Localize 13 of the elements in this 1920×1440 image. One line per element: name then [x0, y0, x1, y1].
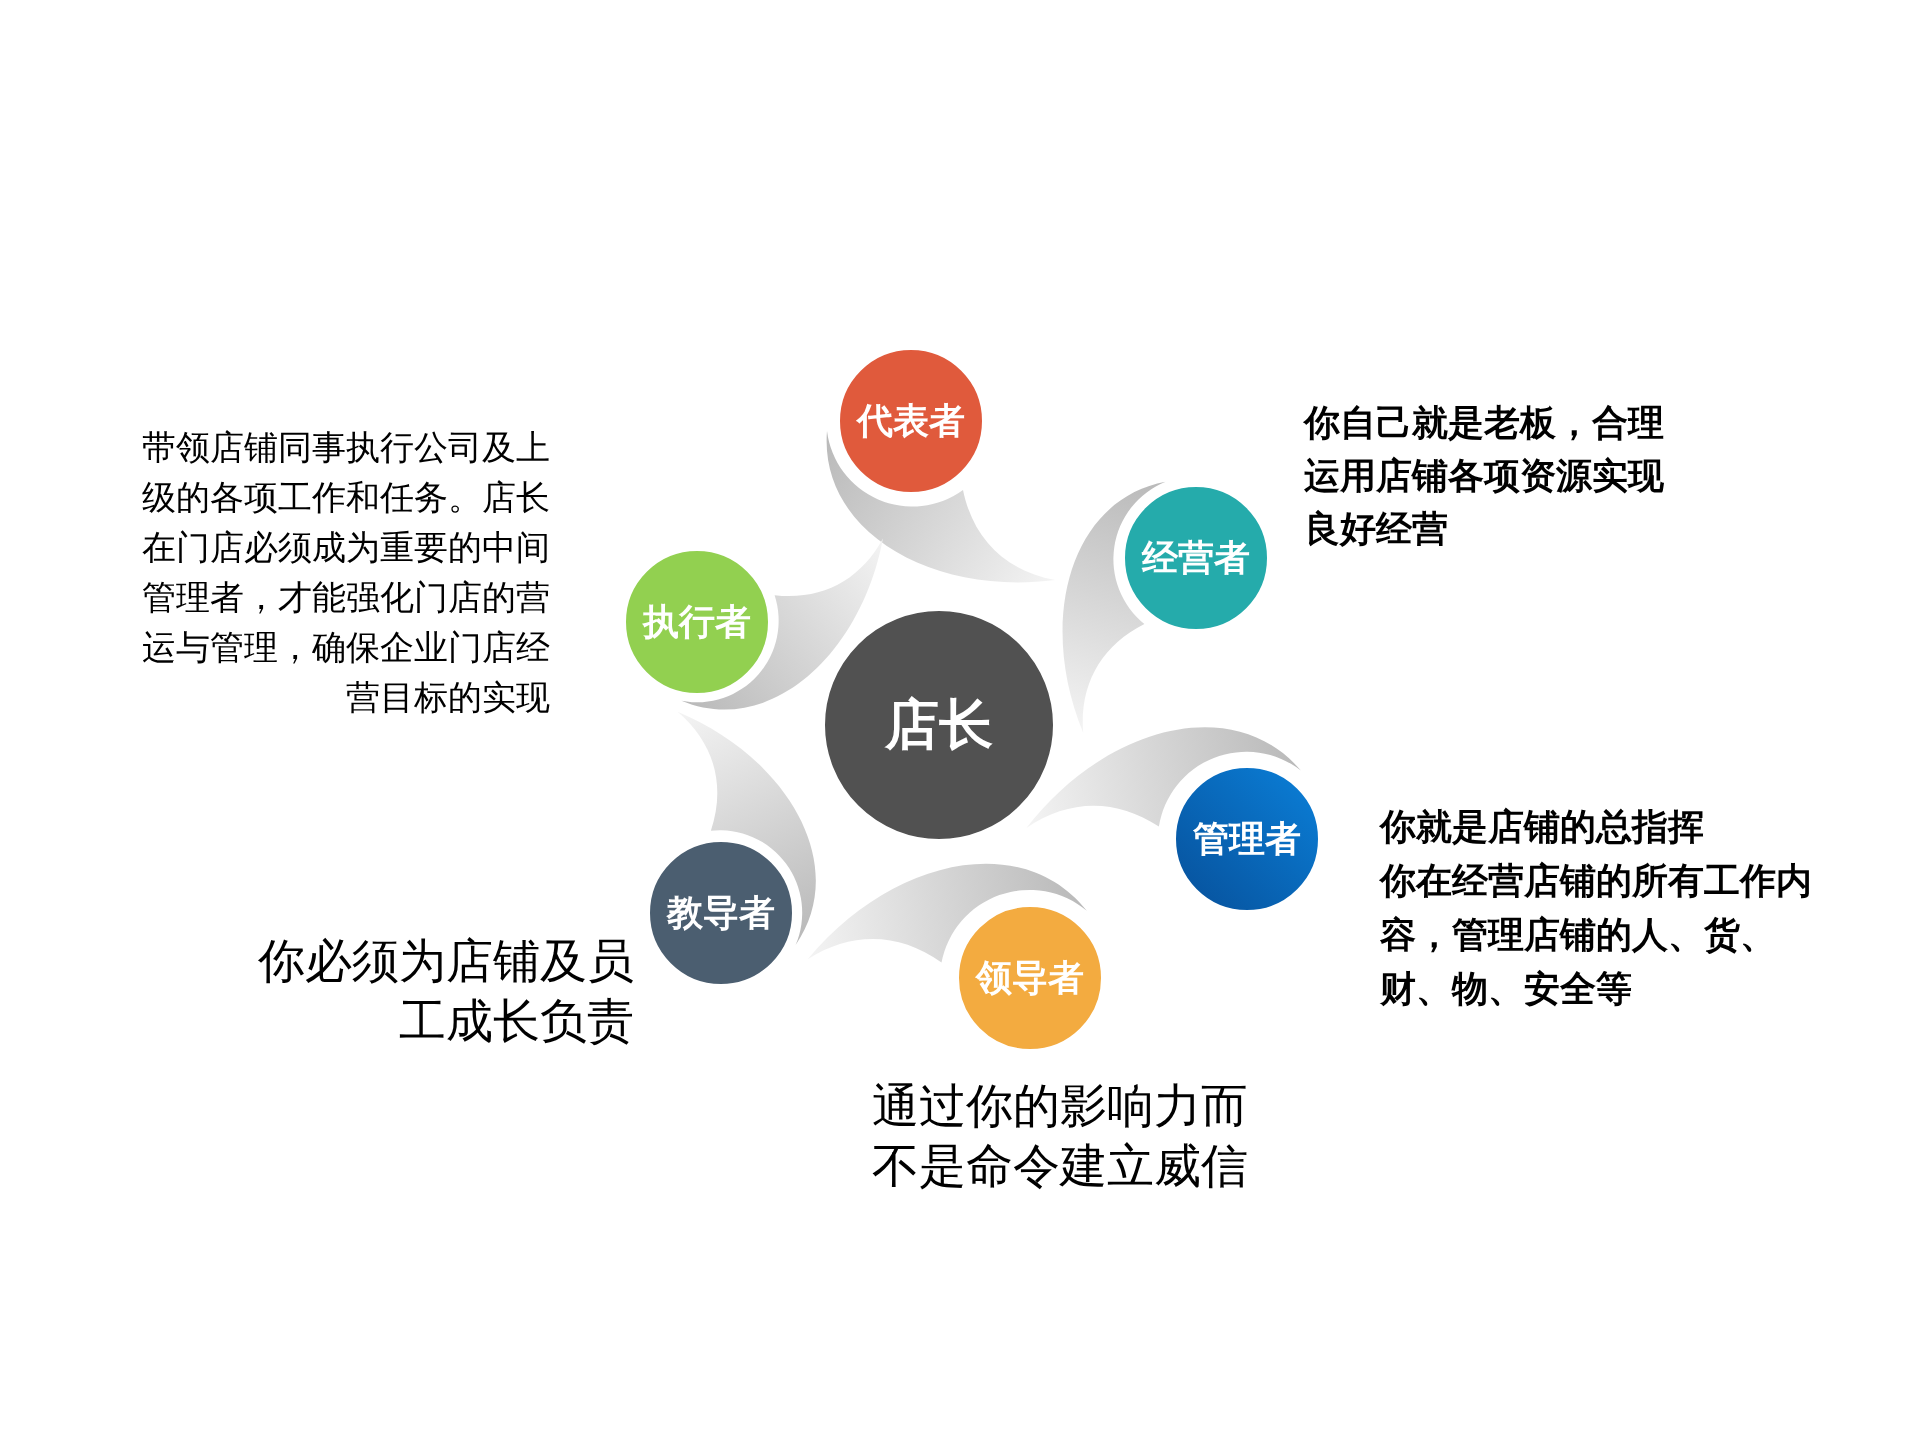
center-label: 店长 — [885, 698, 993, 752]
role-label: 代表者 — [857, 403, 965, 439]
role-label: 执行者 — [643, 604, 751, 640]
role-description: 你在经营店铺的所有工作内容，管理店铺的人、货、财、物、安全等 — [1380, 859, 1813, 1011]
role-label: 教导者 — [667, 895, 775, 931]
role-label: 领导者 — [976, 960, 1084, 996]
role-description: 带领店铺同事执行公司及上级的各项工作和任务。店长在门店必须成为重要的中间管理者，才能强化门店的营运与管理，确保企业门店经营目标的实现 — [141, 428, 550, 718]
role-description: 你必须为店铺及员工成长负责 — [257, 932, 634, 1050]
role-description: 你就是店铺的总指挥 — [1380, 805, 1705, 849]
role-label: 管理者 — [1193, 821, 1301, 857]
role-description: 你自己就是老板，合理运用店铺各项资源实现良好经营 — [1304, 401, 1665, 551]
role-label: 经营者 — [1142, 540, 1250, 576]
role-description: 通过你的影响力而不是命令建立威信 — [872, 1077, 1249, 1195]
